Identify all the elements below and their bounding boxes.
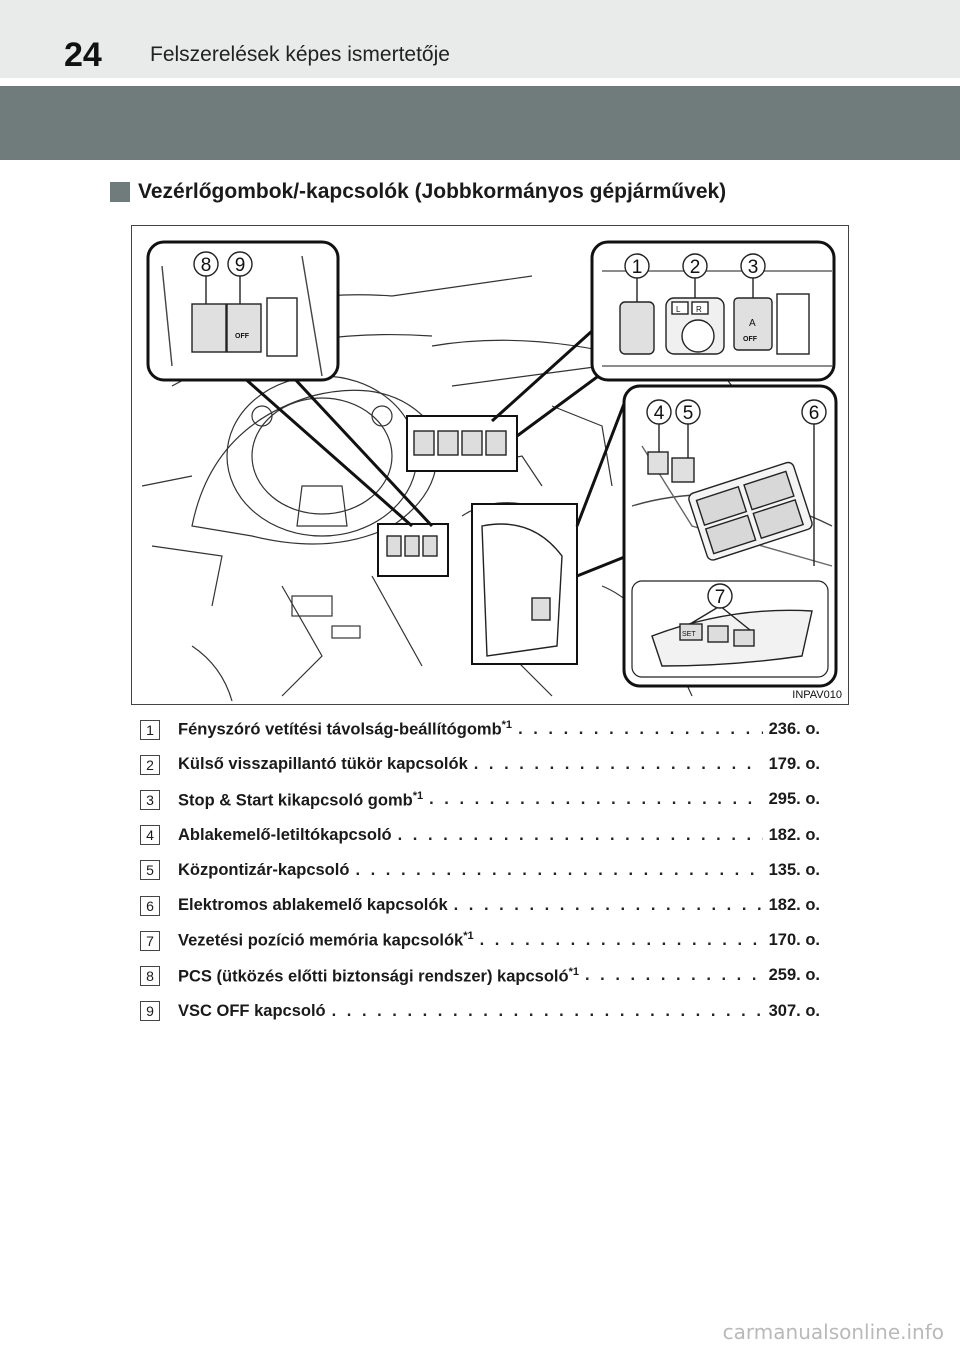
callout-7: 7 bbox=[715, 587, 726, 608]
list-item: 2 Külső visszapillantó tükör kapcsolók 179… bbox=[140, 747, 820, 782]
inset-mirror-headlight: L R A OFF 1 2 3 bbox=[590, 240, 836, 382]
list-item: 6 Elektromos ablakemelő kapcsolók 182. o. bbox=[140, 888, 820, 923]
item-page-ref: 182. o. bbox=[768, 825, 820, 844]
dashboard-illustration: OFF 8 9 L R A OFF bbox=[131, 225, 849, 705]
item-footnote-mark: *1 bbox=[501, 719, 513, 732]
door-panel-box bbox=[471, 503, 578, 665]
leader-dots bbox=[480, 931, 763, 950]
inset-pcs-vsc: OFF 8 9 bbox=[146, 240, 340, 382]
item-page-ref: 179. o. bbox=[768, 755, 820, 774]
item-number: 4 bbox=[140, 825, 160, 846]
item-label: Elektromos ablakemelő kapcsolók bbox=[178, 896, 448, 915]
item-number: 1 bbox=[140, 719, 160, 740]
item-page-ref: 135. o. bbox=[768, 860, 820, 879]
leader-dots bbox=[585, 966, 763, 985]
list-item: 9 VSC OFF kapcsoló 307. o. bbox=[140, 994, 820, 1029]
callout-2: 2 bbox=[690, 257, 701, 278]
watermark: carmanualsonline.info bbox=[722, 1320, 944, 1344]
page-number: 24 bbox=[64, 36, 102, 74]
list-item: 5 Központizár-kapcsoló 135. o. bbox=[140, 853, 820, 888]
running-title: Felszerelések képes ismertetője bbox=[150, 43, 450, 66]
callout-4: 4 bbox=[654, 403, 665, 424]
item-page-ref: 236. o. bbox=[768, 720, 820, 739]
list-item: 8 PCS (ütközés előtti biztonsági rendszer… bbox=[140, 958, 820, 993]
item-label: Külső visszapillantó tükör kapcsolók bbox=[178, 755, 468, 774]
item-label: Vezetési pozíció memória kapcsolók*1 bbox=[178, 930, 474, 950]
control-list: 1 Fényszóró vetítési távolság-beállítógom… bbox=[140, 712, 820, 1029]
leader-dots bbox=[429, 790, 763, 809]
memory-set-text: SET bbox=[682, 631, 696, 638]
item-label: PCS (ütközés előtti biztonsági rendszer)… bbox=[178, 965, 579, 986]
leader-dots bbox=[518, 720, 763, 739]
vsc-off-text: OFF bbox=[235, 333, 250, 340]
list-item: 4 Ablakemelő-letiltókapcsoló 182. o. bbox=[140, 818, 820, 853]
callout-5: 5 bbox=[683, 403, 694, 424]
item-number: 5 bbox=[140, 860, 160, 881]
dashboard-drawing: OFF 8 9 L R A OFF bbox=[141, 240, 838, 702]
mirror-r-text: R bbox=[696, 305, 702, 314]
item-number: 8 bbox=[140, 965, 160, 986]
header-band bbox=[0, 86, 960, 160]
item-page-ref: 295. o. bbox=[768, 790, 820, 809]
item-label: Stop & Start kikapcsoló gomb*1 bbox=[178, 789, 424, 810]
callout-8: 8 bbox=[201, 255, 212, 276]
callout-9: 9 bbox=[235, 255, 246, 276]
stop-start-a-text: A bbox=[749, 318, 756, 329]
item-page-ref: 182. o. bbox=[768, 896, 820, 915]
item-label: VSC OFF kapcsoló bbox=[178, 1001, 326, 1020]
stop-start-off-text: OFF bbox=[743, 336, 758, 343]
item-page-ref: 170. o. bbox=[768, 931, 820, 950]
item-page-ref: 259. o. bbox=[768, 966, 820, 985]
item-label: Ablakemelő-letiltókapcsoló bbox=[178, 825, 392, 844]
leader-dots bbox=[474, 755, 763, 774]
item-footnote-mark: *1 bbox=[412, 789, 424, 802]
section-marker-icon bbox=[110, 182, 130, 202]
section-title: Vezérlőgombok/-kapcsolók (Jobbkormányos … bbox=[138, 180, 727, 203]
item-number: 9 bbox=[140, 1001, 160, 1022]
leader-dots bbox=[454, 896, 763, 915]
callout-3: 3 bbox=[748, 257, 759, 278]
figure-code: INPAV010 bbox=[792, 689, 842, 701]
callout-1: 1 bbox=[632, 257, 643, 278]
leader-dots bbox=[332, 1002, 763, 1021]
item-label: Fényszóró vetítési távolság-beállítógomb… bbox=[178, 719, 513, 739]
section-heading: Vezérlőgombok/-kapcsolók (Jobbkormányos … bbox=[110, 180, 726, 204]
header-bar: 24 Felszerelések képes ismertetője bbox=[0, 0, 960, 78]
item-number: 6 bbox=[140, 895, 160, 916]
item-number: 2 bbox=[140, 754, 160, 775]
item-number: 7 bbox=[140, 930, 160, 951]
item-number: 3 bbox=[140, 789, 160, 810]
list-item: 3 Stop & Start kikapcsoló gomb*1 295. o. bbox=[140, 782, 820, 817]
item-footnote-mark: *1 bbox=[463, 930, 474, 943]
mirror-l-text: L bbox=[676, 305, 681, 314]
item-footnote-mark: *1 bbox=[568, 965, 579, 978]
item-label: Központizár-kapcsoló bbox=[178, 860, 350, 879]
inset-door-controls: 4 5 6 SET 7 bbox=[622, 384, 838, 688]
list-item: 1 Fényszóró vetítési távolság-beállítógom… bbox=[140, 712, 820, 747]
leader-dots bbox=[355, 861, 762, 880]
list-item: 7 Vezetési pozíció memória kapcsolók*1 170… bbox=[140, 923, 820, 958]
leader-dots bbox=[398, 826, 763, 845]
item-page-ref: 307. o. bbox=[768, 1001, 820, 1020]
callout-6: 6 bbox=[809, 403, 820, 424]
